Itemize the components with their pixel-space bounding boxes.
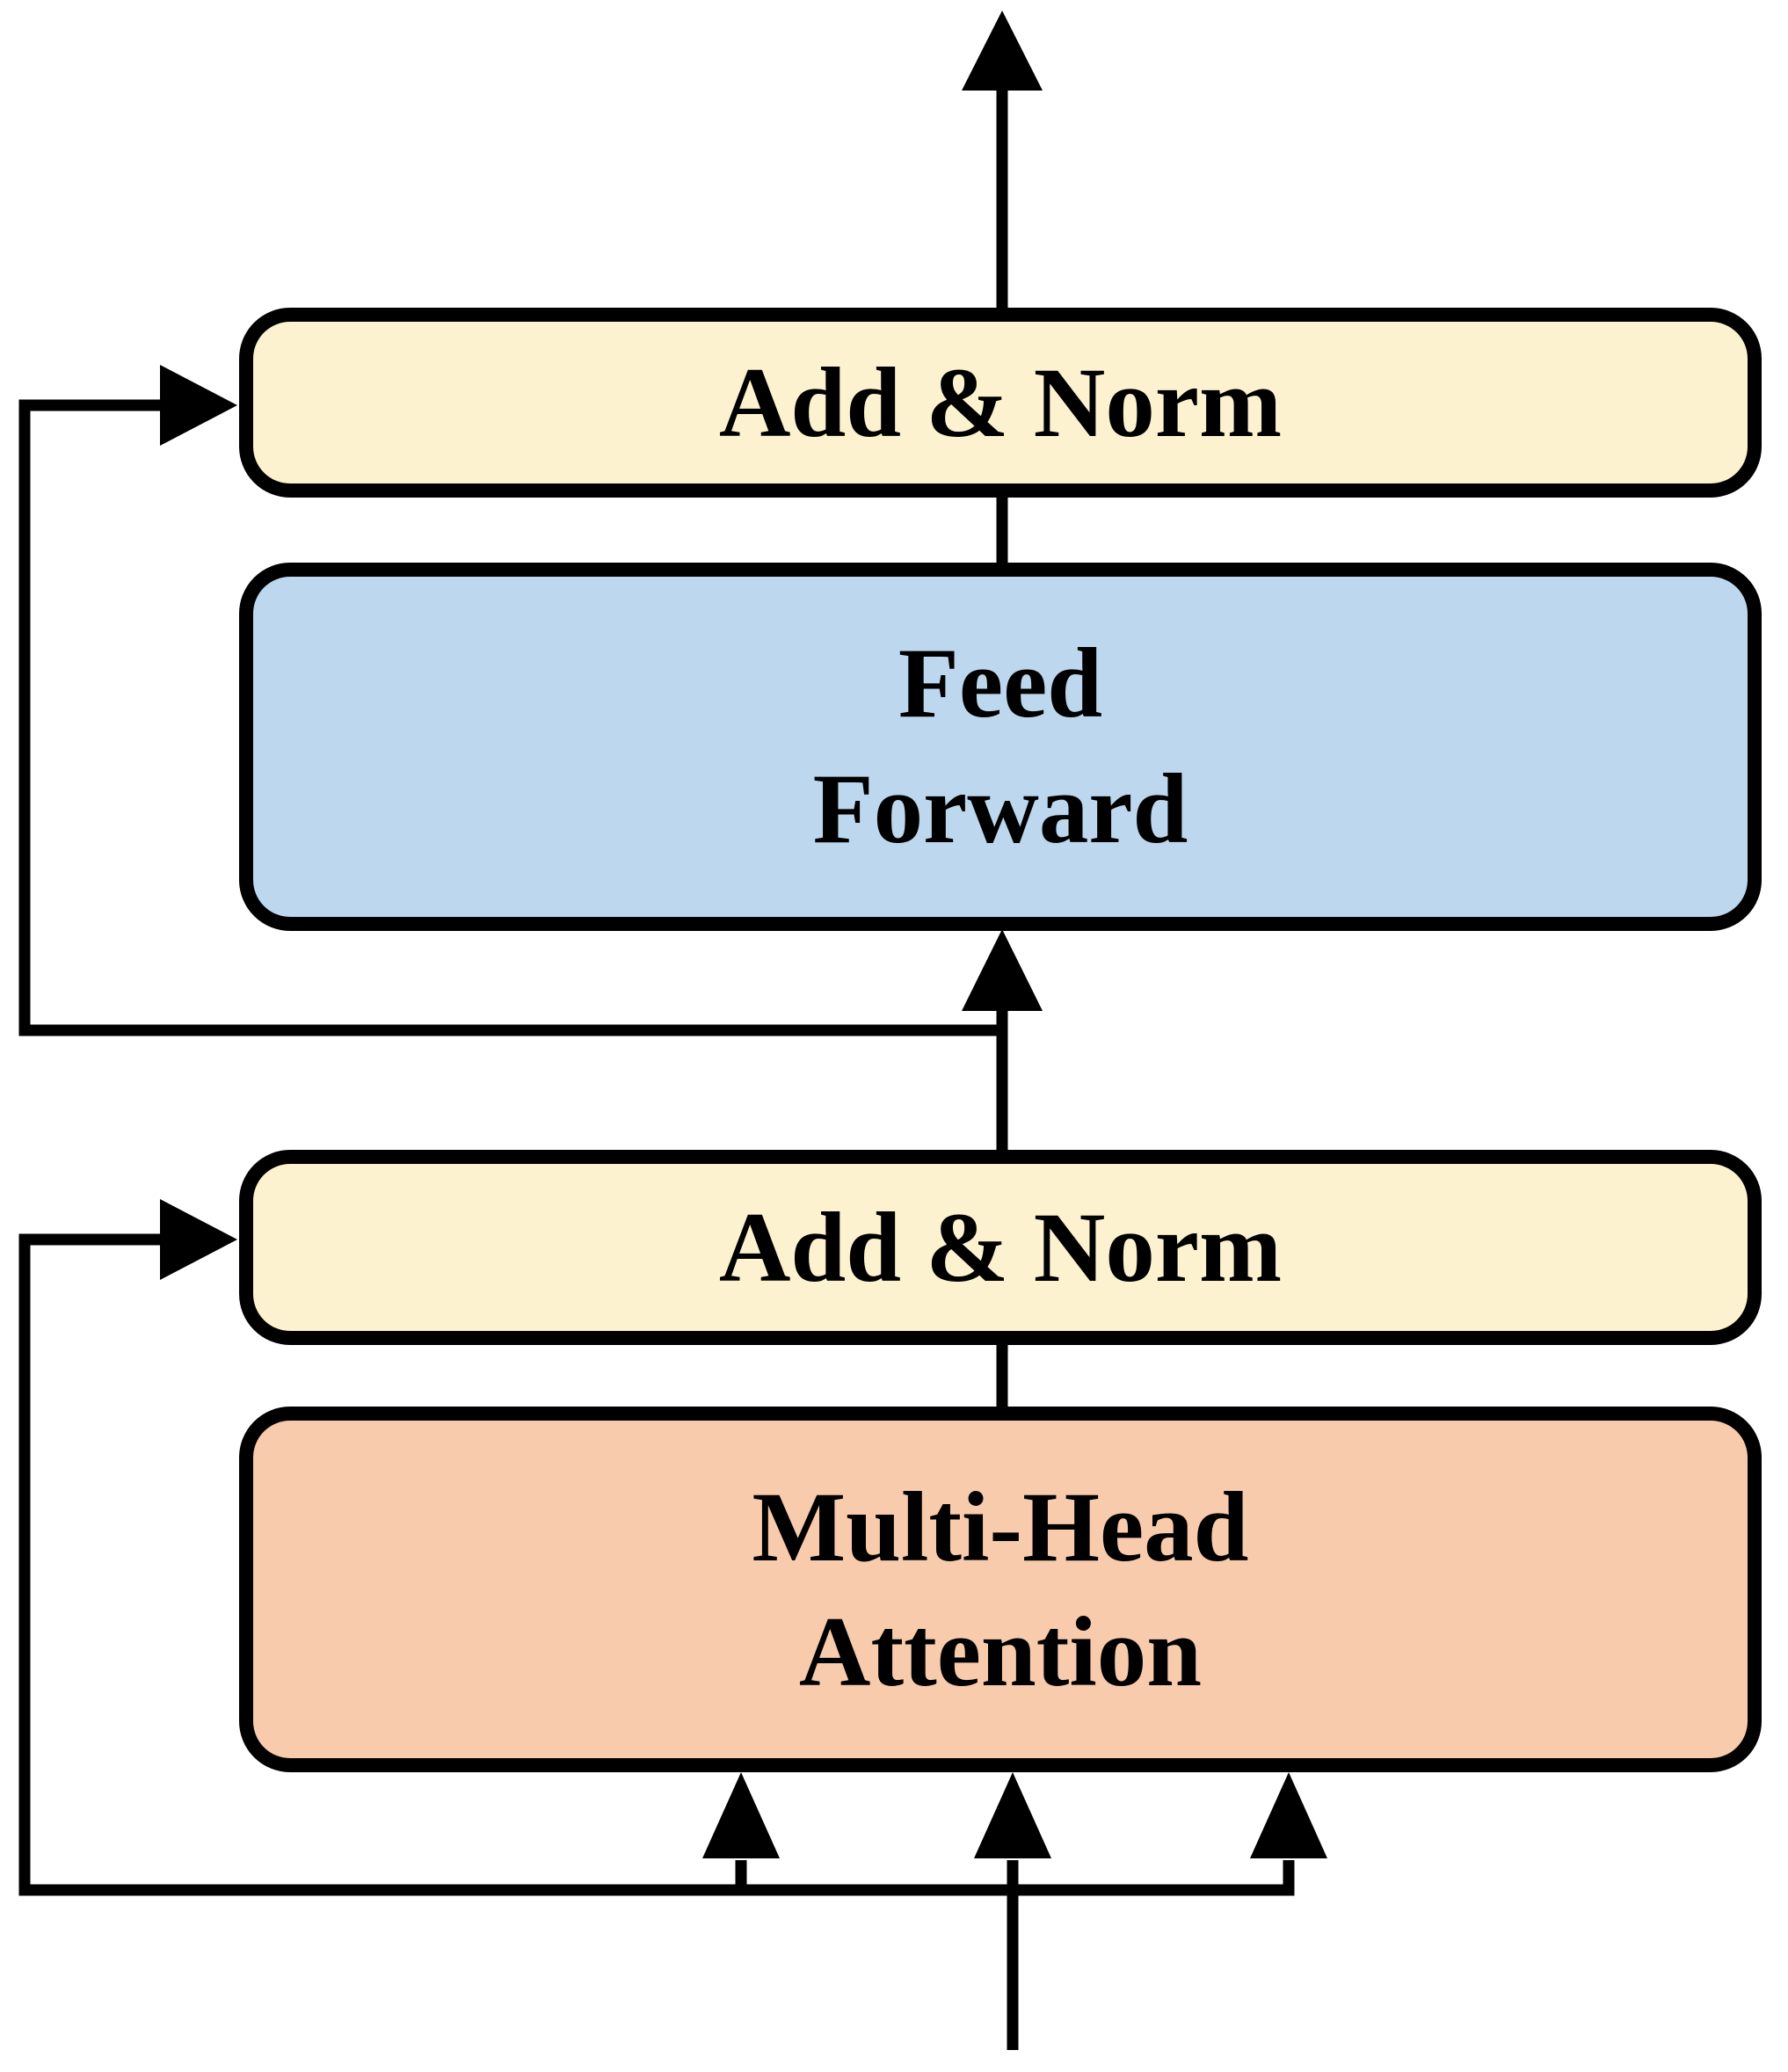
residual-skip-bottom-line bbox=[18, 1233, 1295, 1896]
key-arrowhead-icon bbox=[974, 1772, 1051, 1858]
blocks bbox=[239, 308, 1762, 1772]
residual-top-arrowhead-icon bbox=[160, 365, 237, 446]
residual-skip-top-line bbox=[18, 399, 1002, 1036]
add-norm-bottom-box bbox=[239, 1150, 1762, 1345]
feed-forward-arrowhead-icon bbox=[962, 929, 1043, 1011]
multi-head-attention-label-line2: Attention bbox=[799, 1597, 1202, 1707]
connector-lines bbox=[18, 84, 1295, 2050]
feed-forward-label-line1: Feed bbox=[898, 629, 1102, 738]
output-arrowhead-icon bbox=[962, 11, 1043, 91]
query-arrowhead-icon bbox=[702, 1772, 780, 1858]
feed-forward-box bbox=[239, 563, 1762, 931]
add-norm-top-box bbox=[239, 308, 1762, 498]
feed-forward-label-line2: Forward bbox=[813, 754, 1188, 864]
value-arrowhead-icon bbox=[1250, 1772, 1327, 1858]
residual-bottom-arrowhead-icon bbox=[160, 1199, 237, 1280]
add-norm-bottom-label: Add & Norm bbox=[719, 1193, 1282, 1303]
multi-head-attention-label-line1: Multi-Head bbox=[752, 1472, 1249, 1582]
block-labels: Add & Norm Feed Forward Add & Norm Multi… bbox=[719, 348, 1282, 1707]
add-norm-top-label: Add & Norm bbox=[719, 348, 1282, 458]
arrowheads bbox=[160, 11, 1327, 1858]
multi-head-attention-box bbox=[239, 1407, 1762, 1772]
